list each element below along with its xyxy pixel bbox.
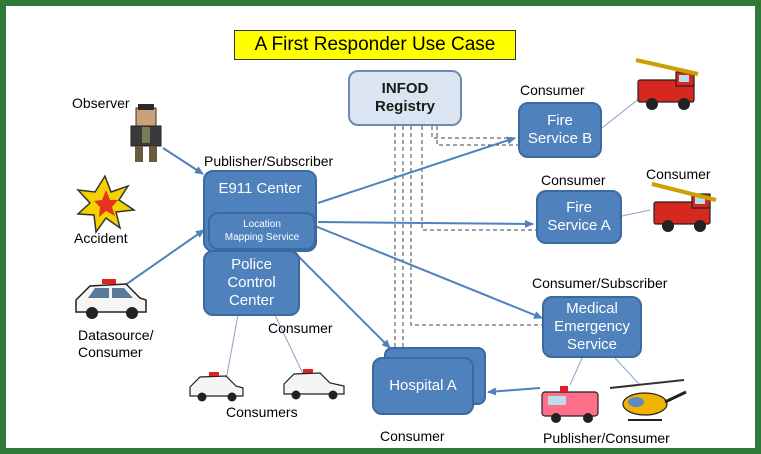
registry-dashed-links — [394, 126, 542, 352]
datasource-consumer-label: Datasource/ Consumer — [78, 327, 154, 360]
police-car-icon — [189, 372, 244, 402]
diagram-title: A First Responder Use Case — [234, 30, 516, 60]
medical-emergency-service-node: Medical Emergency Service — [542, 296, 642, 358]
publisher-consumer-label: Publisher/Consumer — [543, 430, 670, 446]
consumers-label: Consumers — [226, 404, 298, 420]
police-car-icon — [283, 369, 345, 400]
fire-truck-icon — [635, 58, 699, 110]
ambulance-icon — [541, 386, 599, 423]
infod-registry-node: INFOD Registry — [348, 70, 462, 126]
fire-service-a-node: Fire Service A — [536, 190, 622, 244]
police-car-icon — [75, 279, 147, 319]
fire-b-consumer-label: Consumer — [520, 82, 585, 98]
fire-truck-a-consumer-label: Consumer — [646, 166, 711, 182]
location-mapping-service-node: Location Mapping Service — [208, 212, 316, 250]
observer-person-icon — [130, 104, 162, 162]
hospital-consumer-label: Consumer — [380, 428, 445, 444]
information-flow-arrows — [117, 136, 543, 396]
hospital-a-node: Hospital A — [372, 357, 474, 415]
police-control-center-node: Police Control Center — [203, 250, 300, 316]
accident-explosion-icon — [76, 174, 137, 235]
fire-service-b-node: Fire Service B — [518, 102, 602, 158]
publisher-subscriber-label: Publisher/Subscriber — [204, 153, 334, 169]
police-consumer-label: Consumer — [268, 320, 333, 336]
accident-label: Accident — [74, 230, 128, 246]
helicopter-icon — [609, 379, 687, 421]
fire-truck-icon — [651, 182, 717, 232]
consumer-subscriber-label: Consumer/Subscriber — [532, 275, 668, 291]
observer-label: Observer — [72, 95, 130, 111]
fire-a-consumer-label: Consumer — [541, 172, 606, 188]
